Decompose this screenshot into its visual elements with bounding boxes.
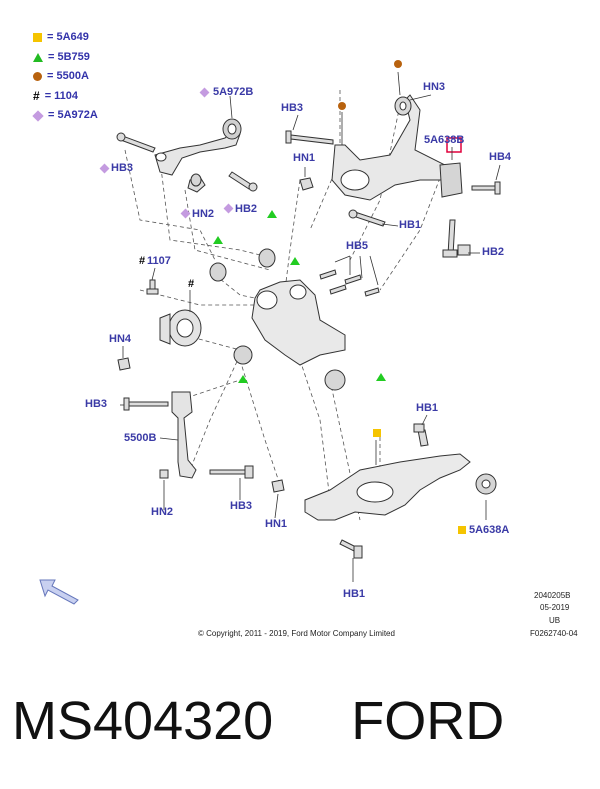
triangle-icon	[33, 52, 43, 62]
callout-hb3-left: HB3	[111, 162, 134, 174]
diagram-region: UB	[549, 616, 561, 625]
legend-text: = 5A972A	[48, 109, 98, 121]
square-icon	[33, 33, 42, 43]
diagram-ref: F0262740-04	[530, 629, 578, 638]
callout-hb2-right: HB2	[482, 246, 505, 258]
legend-row-circle: = 5500A	[33, 67, 98, 87]
legend-text: = 5B759	[48, 50, 90, 63]
callout-hn2-bottom: HN2	[151, 506, 174, 518]
part-number: MS404320	[12, 691, 274, 751]
callout-hn1-top: HN1	[293, 152, 316, 164]
callout-5500b: 5500B	[124, 432, 157, 444]
callout-hn1-bottom: HN1	[265, 518, 288, 530]
legend-row-diamond: = 5A972A	[32, 106, 98, 126]
callout-hb5: HB5	[346, 240, 369, 252]
legend-row-hash: # = 1104	[33, 87, 98, 107]
callout-5a972b: 5A972B	[213, 86, 254, 98]
legend: = 5A649 = 5B759 = 5500A # = 1104 = 5A972A	[32, 28, 98, 126]
callout-hb2-top: HB2	[235, 203, 258, 215]
diagram-drawing	[39, 60, 501, 605]
hash-icon: #	[33, 88, 40, 103]
brand-name: FORD	[351, 691, 505, 751]
callout-hash-1107: #	[139, 255, 146, 267]
direction-arrow	[39, 579, 79, 605]
diamond-icon	[32, 110, 44, 122]
parts-diagram: = 5A649 = 5B759 = 5500A # = 1104 = 5A972A…	[32, 28, 578, 638]
callout-hb4: HB4	[489, 151, 512, 163]
callout-hb1-bottom: HB1	[343, 588, 366, 600]
callout-hb1-mid: HB1	[399, 219, 422, 231]
product-caption: MS404320 FORD	[12, 690, 592, 752]
callout-hn2-top: HN2	[192, 208, 215, 220]
callout-hash: #	[188, 278, 195, 290]
callout-hb1-lower: HB1	[416, 402, 439, 414]
legend-text: = 5500A	[47, 70, 89, 82]
callout-hb3-bottom: HB3	[230, 500, 253, 512]
legend-text: = 1104	[44, 89, 79, 102]
callout-hb3-lower: HB3	[85, 398, 108, 410]
callout-1107: 1107	[147, 255, 171, 267]
callout-hb3-top: HB3	[281, 102, 304, 114]
legend-row-triangle: = 5B759	[33, 48, 98, 68]
callout-5a638a: 5A638A	[469, 524, 510, 536]
callout-hn3: HN3	[423, 81, 446, 93]
callout-hn4: HN4	[109, 333, 132, 345]
circle-icon	[33, 72, 42, 82]
copyright-text: © Copyright, 2011 - 2019, Ford Motor Com…	[198, 629, 395, 638]
diagram-date: 05-2019	[540, 603, 570, 612]
legend-text: = 5A649	[47, 31, 89, 43]
diagram-code: 2040205B	[534, 591, 571, 600]
callout-5a638b: 5A638B	[424, 134, 465, 146]
legend-row-square: = 5A649	[33, 28, 98, 48]
